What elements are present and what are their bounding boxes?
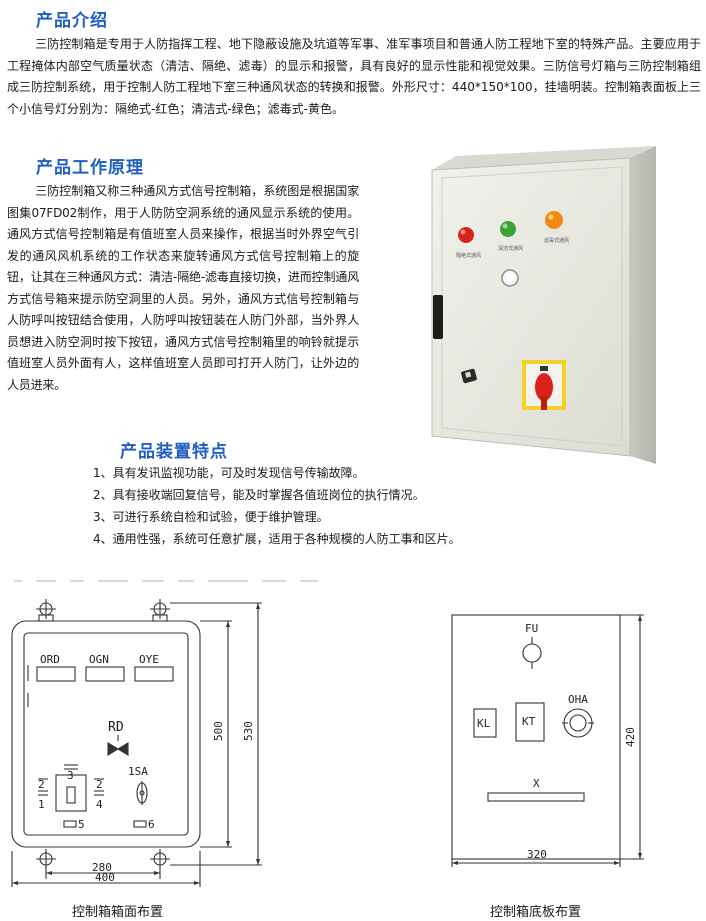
intro-body: 三防控制箱是专用于人防指挥工程、地下隐蔽设施及坑道等军事、准军事项目和普通人防工… [7,37,701,116]
working-title: 产品工作原理 [36,158,144,178]
kl-label: KL [477,717,491,730]
dim-width-inner: 280 [92,861,112,874]
switch-pos-1: 1 [38,798,45,811]
dim-height-outer: 530 [242,721,255,741]
red-lamp-icon [458,227,474,243]
intro-paragraph: 三防控制箱是专用于人防指挥工程、地下隐蔽设施及坑道等军事、准军事项目和普通人防工… [7,34,701,120]
terminal-label: X [533,777,540,790]
green-lamp-icon [500,221,516,237]
green-lamp-label: 清洁式通风 [498,245,523,252]
switch-pos-3: 3 [67,769,74,782]
switch-label: 1SA [128,765,148,778]
marker-6: 6 [148,818,155,831]
intro-title: 产品介绍 [36,11,108,31]
feature-item: 1、具有发讯监视功能，可及时发现信号传输故障。 [93,466,365,480]
switch-pos-2-left: 2 [38,778,45,791]
back-drawing-caption: 控制箱底板布置 [490,905,582,920]
marker-5: 5 [78,818,85,831]
working-body: 三防控制箱又称三种通风方式信号控制箱，系统图是根据国家图集07FD02制作，用于… [7,184,359,392]
dim-width-back: 320 [527,848,547,861]
features-list: 1、具有发讯监视功能，可及时发现信号传输故障。 2、具有接收端回复信号，能及时掌… [93,462,693,550]
technical-drawings: ORD OGN OYE RD 1SA 1 2 3 4 2 5 6 280 400… [11,599,644,887]
yellow-lamp-icon [545,211,563,229]
door-lock-icon [433,295,443,339]
bell-label: RD [108,720,124,735]
toggle-switch-icon [461,368,477,384]
fuse-label: FU [525,622,538,635]
feature-item: 4、通用性强，系统可任意扩展，适用于各种规模的人防工事和区片。 [93,532,461,546]
yellow-lamp-label: 滤毒式通风 [544,237,569,244]
feature-item: 3、可进行系统自检和试验，便于维护管理。 [93,510,329,524]
dim-height-inner: 500 [212,721,225,741]
lamp-label-ord: ORD [40,653,60,666]
lamp-label-ogn: OGN [89,653,109,666]
feature-item: 2、具有接收端回复信号，能及时掌握各值班岗位的执行情况。 [93,488,425,502]
product-photo: 隔绝式通风 清洁式通风 滤毒式通风 [430,140,675,470]
rotary-selector-icon [522,360,566,410]
front-panel-drawing [11,599,262,887]
kt-label: KT [522,715,536,728]
white-button-icon [501,269,519,287]
features-title: 产品装置特点 [120,442,228,462]
faint-divider [14,570,384,584]
switch-pos-2-right: 2 [96,778,103,791]
front-drawing-caption: 控制箱箱面布置 [72,905,164,920]
dim-width-outer: 400 [95,871,115,884]
dim-height-back: 420 [624,727,637,747]
red-lamp-label: 隔绝式通风 [456,252,481,259]
buzzer-label: OHA [568,693,588,706]
switch-pos-4: 4 [96,798,103,811]
lamp-label-oye: OYE [139,653,159,666]
working-paragraph: 三防控制箱又称三种通风方式信号控制箱，系统图是根据国家图集07FD02制作，用于… [7,181,359,396]
back-plate-drawing [451,614,644,867]
